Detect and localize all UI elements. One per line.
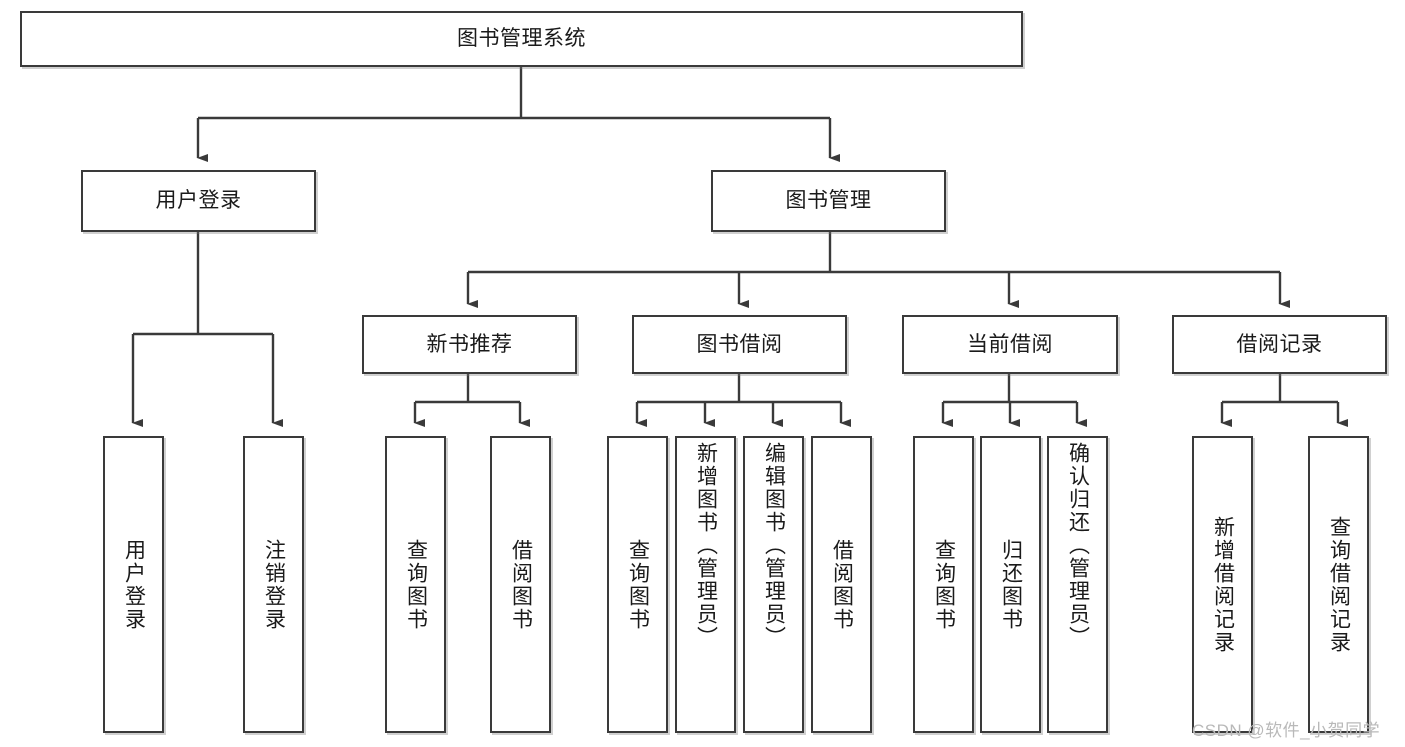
node-leaf-add-record[interactable]: 新增借阅记录 [1192, 436, 1253, 733]
edge-group-user-login [131, 232, 283, 427]
node-leaf-logout-login[interactable]: 注销登录 [243, 436, 304, 733]
node-new-book-recommend-label: 新书推荐 [426, 332, 513, 356]
node-leaf-query-book-1-label: 查询图书 [404, 538, 428, 631]
node-borrow-record-label: 借阅记录 [1236, 332, 1323, 356]
edge-group-borrow-record [1220, 374, 1348, 427]
node-leaf-add-record-label: 新增借阅记录 [1211, 515, 1235, 654]
node-leaf-query-record-label: 查询借阅记录 [1327, 515, 1351, 654]
node-book-borrow-label: 图书借阅 [696, 332, 783, 356]
node-user-login-label: 用户登录 [155, 189, 242, 213]
node-leaf-add-book-label: 新增图书（管理员） [694, 442, 718, 649]
node-leaf-confirm-return-label: 确认归还（管理员） [1066, 442, 1090, 649]
node-leaf-user-login-label: 用户登录 [122, 538, 146, 631]
node-book-manage-label: 图书管理 [785, 189, 872, 213]
node-leaf-edit-book-label: 编辑图书（管理员） [762, 442, 786, 649]
node-leaf-borrow-book-1[interactable]: 借阅图书 [490, 436, 551, 733]
edge-group-book-borrow [635, 374, 851, 427]
edge-group-new-book-recommend [413, 374, 530, 427]
node-leaf-confirm-return[interactable]: 确认归还（管理员） [1047, 436, 1108, 733]
node-leaf-borrow-book-1-label: 借阅图书 [509, 538, 533, 631]
node-book-manage[interactable]: 图书管理 [711, 170, 946, 232]
node-current-borrow-label: 当前借阅 [967, 332, 1053, 356]
node-leaf-edit-book[interactable]: 编辑图书（管理员） [743, 436, 804, 733]
node-root-book-management-system[interactable]: 图书管理系统 [20, 11, 1023, 67]
node-leaf-borrow-book-2-label: 借阅图书 [830, 538, 854, 631]
node-root-label: 图书管理系统 [457, 27, 586, 51]
edge-group-book-manage [466, 232, 1290, 308]
edge-group-root [196, 66, 840, 162]
node-leaf-user-login[interactable]: 用户登录 [103, 436, 164, 733]
node-book-borrow[interactable]: 图书借阅 [632, 315, 847, 374]
node-leaf-add-book[interactable]: 新增图书（管理员） [675, 436, 736, 733]
node-leaf-borrow-book-2[interactable]: 借阅图书 [811, 436, 872, 733]
node-user-login[interactable]: 用户登录 [81, 170, 316, 232]
edge-group-current-borrow [941, 374, 1087, 427]
node-leaf-query-book-2-label: 查询图书 [626, 538, 650, 631]
node-leaf-query-book-3-label: 查询图书 [932, 538, 956, 631]
node-leaf-query-record[interactable]: 查询借阅记录 [1308, 436, 1369, 733]
node-borrow-record[interactable]: 借阅记录 [1172, 315, 1387, 374]
node-leaf-query-book-2[interactable]: 查询图书 [607, 436, 668, 733]
node-leaf-query-book-1[interactable]: 查询图书 [385, 436, 446, 733]
node-leaf-logout-login-label: 注销登录 [262, 538, 286, 631]
watermark-text: CSDN @软件_小贺同学 [1192, 721, 1381, 740]
node-leaf-return-book-label: 归还图书 [999, 538, 1023, 631]
node-new-book-recommend[interactable]: 新书推荐 [362, 315, 577, 374]
node-leaf-return-book[interactable]: 归还图书 [980, 436, 1041, 733]
node-leaf-query-book-3[interactable]: 查询图书 [913, 436, 974, 733]
node-current-borrow[interactable]: 当前借阅 [902, 315, 1118, 374]
